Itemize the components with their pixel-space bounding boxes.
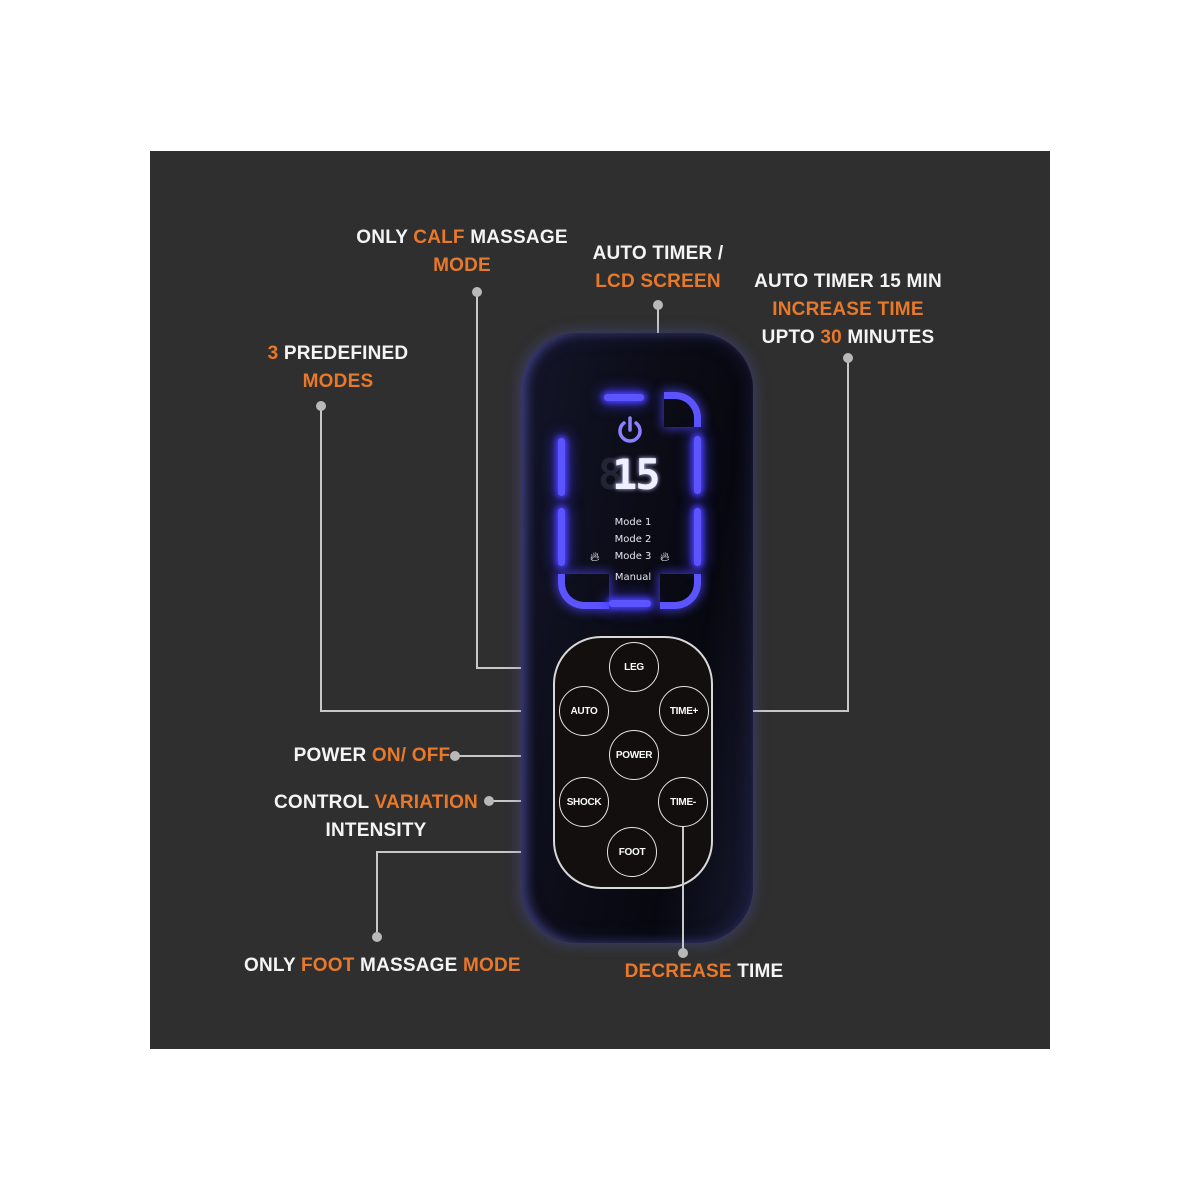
mode-3-label: Mode 3 bbox=[614, 551, 652, 562]
auto-button[interactable]: AUTO bbox=[559, 686, 609, 736]
label-control-variation: CONTROL VARIATION INTENSITY bbox=[274, 789, 478, 845]
label-text: AUTO TIMER / bbox=[592, 243, 724, 264]
label-text: ONLY bbox=[244, 955, 301, 976]
highlight-text: DECREASE bbox=[624, 961, 732, 982]
lcd-glow-left-1 bbox=[558, 438, 565, 496]
lcd-glow-top bbox=[604, 394, 644, 401]
foot-button[interactable]: FOOT bbox=[607, 827, 657, 877]
highlight-text: MODE bbox=[433, 255, 491, 276]
annotation-line: LCD SCREEN bbox=[578, 268, 738, 296]
flame-icon-left: 🔥︎ bbox=[590, 549, 600, 564]
label-decrease-time: DECREASE TIME bbox=[624, 958, 784, 986]
highlight-text: 3 bbox=[267, 343, 279, 364]
connector-calf bbox=[476, 292, 478, 668]
highlight-text: ON/ OFF bbox=[371, 745, 451, 766]
highlight-text: VARIATION bbox=[374, 792, 478, 813]
label-auto-timer: AUTO TIMER 15 MIN INCREASE TIME UPTO 30 MI… bbox=[748, 268, 948, 352]
lcd-glow-bottom-left bbox=[558, 574, 609, 609]
label-text: TIME bbox=[731, 961, 784, 982]
connector-dot-modes bbox=[316, 401, 326, 411]
label-lcd-screen: AUTO TIMER / LCD SCREEN bbox=[578, 240, 738, 296]
annotation-line: POWER ON/ OFF bbox=[290, 742, 454, 770]
connector-timer-h bbox=[708, 710, 848, 712]
connector-dot-calf bbox=[472, 287, 482, 297]
lcd-glow-top-right bbox=[664, 392, 701, 427]
label-calf-mode: ONLY CALF MASSAGE MODE bbox=[352, 224, 572, 280]
label-text: ONLY bbox=[356, 227, 414, 248]
connector-foot bbox=[376, 851, 610, 853]
lcd-glow-bottom bbox=[609, 600, 651, 607]
annotation-line: INCREASE TIME bbox=[748, 296, 948, 324]
connector-modes bbox=[320, 406, 322, 712]
label-text: UPTO bbox=[761, 327, 821, 348]
label-text: MINUTES bbox=[841, 327, 935, 348]
power-button[interactable]: POWER bbox=[609, 730, 659, 780]
time-plus-button[interactable]: TIME+ bbox=[659, 686, 709, 736]
connector-dot-time-minus bbox=[678, 948, 688, 958]
highlight-text: INCREASE TIME bbox=[772, 299, 924, 320]
lcd-glow-right-1 bbox=[694, 436, 701, 494]
connector-dot-shock bbox=[484, 796, 494, 806]
lcd-glow-bottom-right bbox=[660, 574, 701, 609]
label-text: INTENSITY bbox=[325, 820, 427, 841]
annotation-line: ONLY CALF MASSAGE bbox=[352, 224, 572, 252]
flame-icon-right: 🔥︎ bbox=[660, 549, 670, 564]
label-text: AUTO TIMER 15 MIN bbox=[754, 271, 942, 292]
shock-button[interactable]: SHOCK bbox=[559, 777, 609, 827]
connector-foot-v bbox=[376, 851, 378, 935]
label-text: CONTROL bbox=[274, 792, 375, 813]
connector-dot-lcd bbox=[653, 300, 663, 310]
connector-dot-timer bbox=[843, 353, 853, 363]
leg-button[interactable]: LEG bbox=[609, 642, 659, 692]
label-text: PREDEFINED bbox=[278, 343, 409, 364]
label-predefined-modes: 3 PREDEFINED MODES bbox=[258, 340, 418, 396]
connector-timer bbox=[847, 358, 849, 712]
highlight-text: MODE bbox=[463, 955, 521, 976]
annotation-line: ONLY FOOT MASSAGE MODE bbox=[244, 952, 521, 980]
annotation-line: MODES bbox=[258, 368, 418, 396]
timer-display: 15 bbox=[612, 450, 661, 499]
annotation-line: UPTO 30 MINUTES bbox=[748, 324, 948, 352]
timer-ghost-digit: 8 bbox=[598, 450, 623, 499]
annotation-line: DECREASE TIME bbox=[624, 958, 784, 986]
annotation-line: AUTO TIMER / bbox=[578, 240, 738, 268]
annotation-line: CONTROL VARIATION bbox=[274, 789, 478, 817]
annotation-line: AUTO TIMER 15 MIN bbox=[748, 268, 948, 296]
manual-mode-label: Manual bbox=[614, 572, 652, 583]
power-icon bbox=[618, 416, 642, 443]
highlight-text: CALF bbox=[413, 227, 465, 248]
label-text: MASSAGE bbox=[354, 955, 463, 976]
mode-2-label: Mode 2 bbox=[614, 534, 652, 545]
label-power: POWER ON/ OFF bbox=[290, 742, 454, 770]
time-minus-button[interactable]: TIME- bbox=[658, 777, 708, 827]
annotation-line: MODE bbox=[352, 252, 572, 280]
highlight-text: MODES bbox=[302, 371, 374, 392]
connector-dot-foot bbox=[372, 932, 382, 942]
lcd-glow-left-2 bbox=[558, 508, 565, 566]
lcd-glow-right-2 bbox=[694, 508, 701, 566]
annotation-line: INTENSITY bbox=[274, 817, 478, 845]
connector-modes-h bbox=[320, 710, 560, 712]
highlight-text: LCD SCREEN bbox=[595, 271, 721, 292]
label-text: POWER bbox=[293, 745, 372, 766]
connector-time-minus bbox=[682, 827, 684, 951]
annotation-line: 3 PREDEFINED bbox=[258, 340, 418, 368]
mode-1-label: Mode 1 bbox=[614, 517, 652, 528]
highlight-text: 30 bbox=[820, 327, 842, 348]
label-foot-mode: ONLY FOOT MASSAGE MODE bbox=[244, 952, 521, 980]
label-text: MASSAGE bbox=[464, 227, 568, 248]
highlight-text: FOOT bbox=[300, 955, 355, 976]
connector-dot-power bbox=[450, 751, 460, 761]
